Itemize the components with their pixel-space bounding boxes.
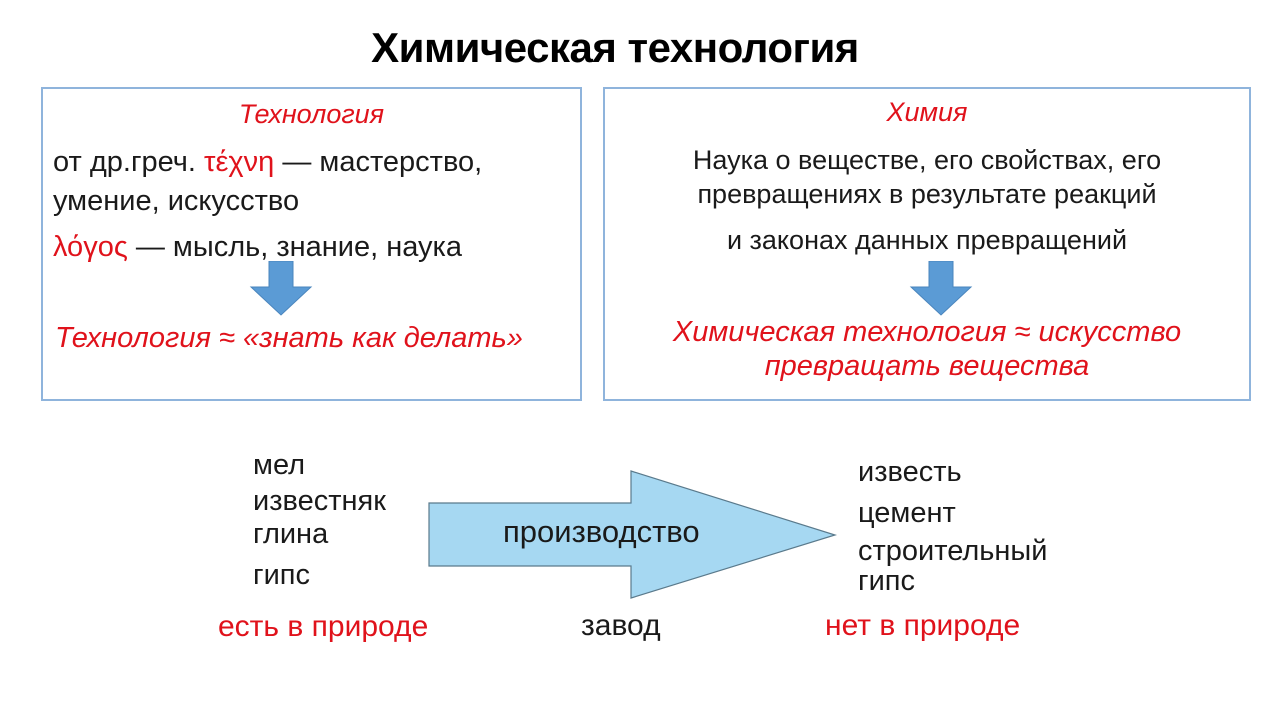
inputs-caption: есть в природе bbox=[218, 610, 429, 643]
chemistry-definition-2: превращениях в результате реакций bbox=[697, 179, 1157, 209]
chemistry-box: Химия Наука о веществе, его свойствах, е… bbox=[603, 87, 1251, 401]
factory-caption: завод bbox=[581, 609, 661, 642]
text: — мастерство, bbox=[282, 146, 483, 178]
output-product: строительный bbox=[858, 535, 1048, 567]
chemistry-conclusion-1: Химическая технология ≈ искусство bbox=[672, 316, 1182, 348]
output-product: гипс bbox=[858, 565, 915, 597]
technology-conclusion: Технология ≈ «знать как делать» bbox=[55, 322, 523, 354]
etymology-line-3: λόγος — мысль, знание, наука bbox=[53, 231, 462, 264]
text: от др.греч. bbox=[53, 146, 196, 178]
chemistry-definition-3: и законах данных превращений bbox=[726, 225, 1128, 255]
etymology-line-1: от др.греч. τέχνη — мастерство, bbox=[53, 146, 482, 179]
production-arrow bbox=[428, 470, 838, 599]
chemistry-heading: Химия bbox=[886, 97, 968, 127]
outputs-caption: нет в природе bbox=[825, 609, 1021, 642]
input-material: гипс bbox=[253, 559, 310, 591]
slide-title: Химическая технология bbox=[371, 24, 859, 71]
etymology-line-2: умение, искусство bbox=[53, 185, 300, 217]
input-material: мел bbox=[253, 449, 306, 481]
input-material: глина bbox=[253, 518, 329, 550]
greek-word-techne: τέχνη bbox=[204, 146, 275, 178]
technology-box: Технология от др.греч. τέχνη — мастерств… bbox=[41, 87, 582, 401]
down-arrow-icon bbox=[909, 261, 973, 316]
greek-word-logos: λόγος bbox=[53, 231, 128, 263]
technology-heading: Технология bbox=[238, 99, 385, 129]
chemistry-conclusion-2: превращать вещества bbox=[764, 350, 1090, 382]
output-product: цемент bbox=[858, 497, 956, 529]
chemistry-definition-1: Наука о веществе, его свойствах, его bbox=[692, 145, 1162, 175]
output-product: известь bbox=[858, 456, 962, 488]
text: — мысль, знание, наука bbox=[135, 231, 463, 263]
down-arrow-icon bbox=[249, 261, 313, 316]
production-label: производство bbox=[503, 514, 700, 549]
input-material: известняк bbox=[253, 485, 386, 517]
